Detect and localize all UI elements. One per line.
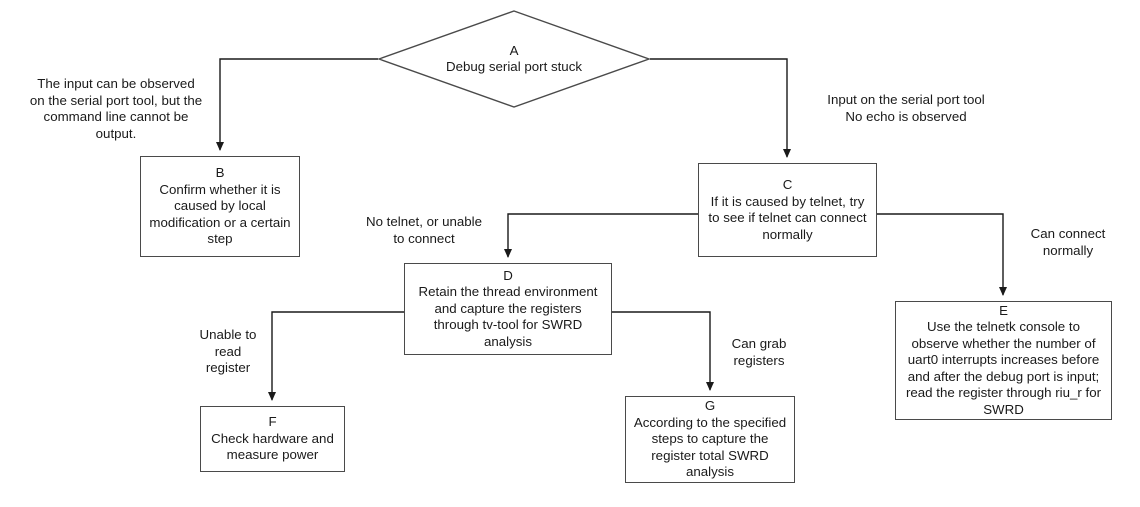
node-c-id: C [782, 177, 793, 192]
node-a-id: A [509, 42, 519, 58]
node-d[interactable]: D Retain the thread environment and capt… [404, 263, 612, 355]
node-d-text: Retain the thread environment and captur… [418, 284, 598, 349]
node-e-id: E [999, 302, 1008, 318]
node-a[interactable]: A Debug serial port stuck [378, 10, 650, 108]
node-e-text: Use the telnetk console to observe wheth… [905, 319, 1102, 417]
node-g-id: G [704, 398, 716, 414]
node-f-id: F [268, 414, 277, 430]
edge-c-to-d [504, 213, 698, 258]
node-b-text: Confirm whether it is caused by local mo… [149, 181, 291, 247]
edge-label-a-to-b: The input can be observed on the serial … [29, 76, 203, 141]
edge-label-c-to-e: Can connect normally [1030, 226, 1106, 258]
edge-label-d-to-f: Unable to read register [199, 327, 257, 375]
edge-c-to-e [877, 213, 1007, 296]
node-f-text: Check hardware and measure power [211, 430, 334, 463]
edge-d-to-g [612, 311, 714, 391]
edge-a-to-b [216, 58, 378, 151]
edge-d-to-f [268, 311, 404, 401]
node-g[interactable]: G According to the specified steps to ca… [625, 396, 795, 483]
node-b[interactable]: B Confirm whether it is caused by local … [140, 156, 300, 257]
edge-label-c-to-d: No telnet, or unable to connect [365, 214, 483, 246]
node-c[interactable]: C If it is caused by telnet, try to see … [698, 163, 877, 257]
node-g-text: According to the specified steps to capt… [633, 414, 787, 480]
node-a-text: Debug serial port stuck [446, 59, 582, 74]
edge-label-d-to-g: Can grab registers [731, 336, 787, 368]
node-e[interactable]: E Use the telnetk console to observe whe… [895, 301, 1112, 420]
node-f[interactable]: F Check hardware and measure power [200, 406, 345, 472]
node-b-id: B [215, 165, 225, 181]
edge-a-to-c [650, 58, 791, 158]
node-c-text: If it is caused by telnet, try to see if… [708, 193, 867, 242]
edge-label-a-to-c: Input on the serial port tool No echo is… [827, 92, 985, 124]
node-d-id: D [503, 267, 513, 283]
